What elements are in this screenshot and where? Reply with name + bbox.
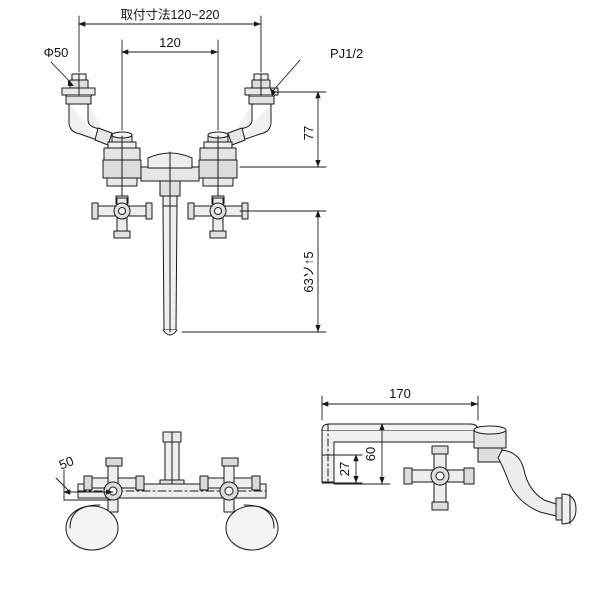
plan-right-handle — [199, 457, 279, 551]
right-cross-handle — [187, 185, 249, 239]
label-mount-span: 取付寸法120~220 — [120, 8, 219, 22]
front-dimensions — [50, 15, 327, 333]
plan-left-handle — [65, 457, 145, 551]
top-plan-view-group — [55, 431, 279, 551]
label-spout-length-63: 63ソ↑5 — [301, 251, 316, 292]
label-spout-reach-170: 170 — [389, 386, 411, 401]
label-thread-pj12: PJ1/2 — [330, 46, 363, 61]
label-spout-drop-27: 27 — [337, 462, 352, 476]
front-elevation-group — [61, 73, 279, 336]
side-cross-handle — [403, 445, 475, 511]
left-cross-handle — [91, 185, 153, 239]
center-body — [140, 151, 200, 207]
label-center-distance-120: 120 — [159, 35, 181, 50]
label-diameter-50: Φ50 — [44, 45, 69, 60]
label-spout-drop-60: 60 — [363, 447, 378, 461]
right-leg — [227, 95, 275, 146]
spout-down — [162, 205, 178, 336]
left-leg — [65, 95, 113, 146]
label-height-77: 77 — [301, 126, 316, 140]
label-handle-offset-50: 50 — [57, 453, 76, 472]
right-valve-body — [198, 131, 238, 187]
dimension-labels: 取付寸法120~220 Φ50 120 PJ1/2 77 63ソ↑5 50 17… — [44, 8, 411, 476]
side-elevation-group — [321, 395, 577, 525]
right-escutcheon — [244, 73, 279, 104]
